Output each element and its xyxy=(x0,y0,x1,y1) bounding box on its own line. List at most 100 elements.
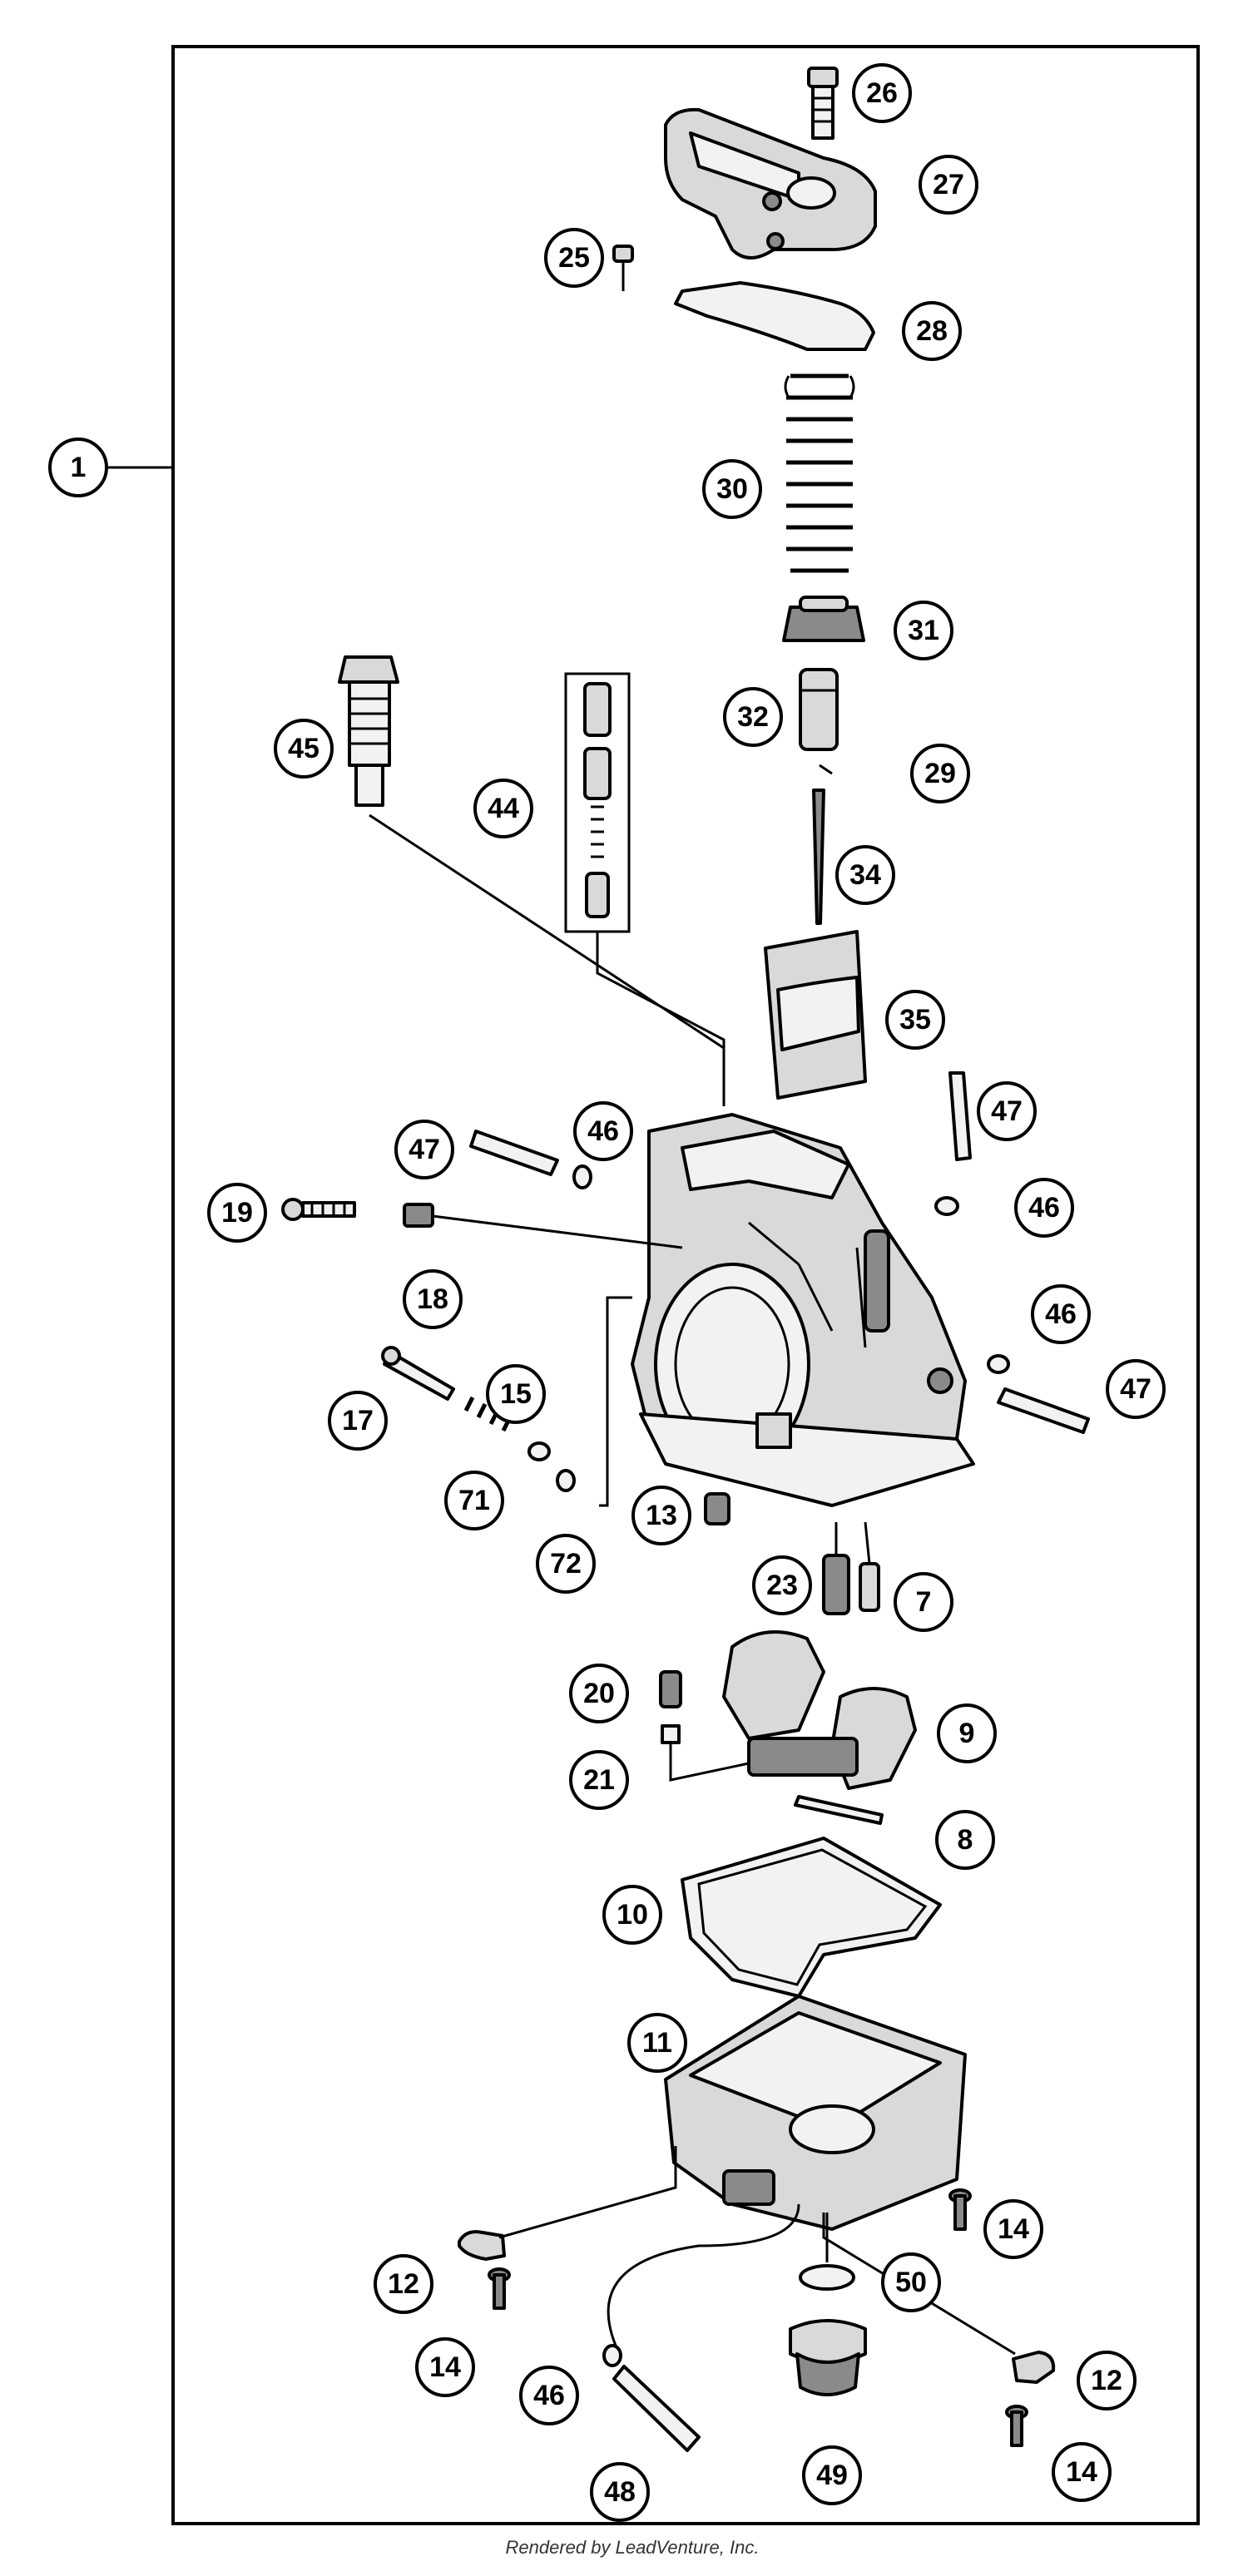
callout-label: 26 xyxy=(866,77,898,109)
callout-17: 17 xyxy=(328,1391,388,1451)
callout-label: 23 xyxy=(766,1570,798,1601)
part-14-screw-left xyxy=(488,2267,511,2310)
callout-35: 35 xyxy=(885,990,945,1050)
callout-label: 48 xyxy=(604,2476,636,2508)
callout-label: 34 xyxy=(849,859,881,891)
callout-label: 50 xyxy=(895,2267,927,2298)
callout-label: 14 xyxy=(429,2351,461,2383)
callout-12: 12 xyxy=(1077,2351,1137,2410)
callout-8: 8 xyxy=(935,1810,995,1870)
leader-7 xyxy=(864,1521,871,1565)
callout-28: 28 xyxy=(902,301,962,361)
part-45-screw xyxy=(338,655,399,807)
diagram-frame xyxy=(171,45,1200,2525)
part-21-clip xyxy=(661,1724,681,1744)
callout-label: 32 xyxy=(737,701,769,733)
callout-label: 30 xyxy=(716,473,748,505)
leader-12-right xyxy=(822,2213,1016,2356)
callout-47: 47 xyxy=(977,1081,1037,1141)
callout-label: 29 xyxy=(924,758,956,789)
part-14-screw-bottom xyxy=(1005,2405,1028,2447)
callout-14: 14 xyxy=(415,2337,475,2397)
part-34-needle xyxy=(812,789,825,925)
part-8-pin xyxy=(794,1795,884,1825)
part-50-oring xyxy=(799,2264,855,2291)
part-main-body xyxy=(631,1113,975,1507)
callout-47: 47 xyxy=(1106,1359,1166,1419)
callout-9: 9 xyxy=(937,1703,997,1763)
callout-label: 46 xyxy=(1028,1192,1060,1224)
callout-label: 9 xyxy=(959,1718,975,1749)
part-46-oring-a xyxy=(572,1164,592,1189)
part-47-pin-left xyxy=(469,1130,559,1176)
part-48-hose xyxy=(612,2365,701,2452)
callout-label: 47 xyxy=(991,1095,1023,1127)
part-12-bracket-left xyxy=(458,2230,506,2261)
callout-45: 45 xyxy=(274,719,334,779)
callout-label: 35 xyxy=(899,1004,931,1036)
part-29-clip xyxy=(819,764,833,775)
callout-26: 26 xyxy=(852,63,912,123)
callout-44: 44 xyxy=(473,779,533,838)
callout-46: 46 xyxy=(1031,1284,1091,1344)
part-26-screw xyxy=(807,67,839,140)
part-10-gasket xyxy=(681,1837,942,1998)
part-9-float xyxy=(722,1630,917,1790)
leader-18 xyxy=(432,1214,683,1249)
part-23-jet xyxy=(822,1554,850,1615)
callout-label: 13 xyxy=(646,1500,677,1531)
drain-hose-line xyxy=(607,2203,800,2346)
callout-49: 49 xyxy=(802,2445,862,2505)
callout-label: 19 xyxy=(221,1197,253,1229)
part-35-slide xyxy=(764,930,867,1100)
footer-credit: Rendered by LeadVenture, Inc. xyxy=(506,2537,760,2558)
part-19-screw xyxy=(281,1198,356,1221)
callout-50: 50 xyxy=(881,2252,941,2312)
callout-label: 47 xyxy=(409,1134,440,1165)
callout-29: 29 xyxy=(910,744,970,803)
callout-label: 44 xyxy=(488,793,519,824)
callout-23: 23 xyxy=(752,1555,812,1615)
callout-11: 11 xyxy=(627,2013,687,2073)
callout-label: 21 xyxy=(583,1764,615,1796)
part-46-oring-c xyxy=(987,1354,1010,1374)
callout-label: 20 xyxy=(583,1678,615,1709)
callout-10: 10 xyxy=(602,1885,662,1945)
callout-31: 31 xyxy=(894,601,953,660)
leader-44 xyxy=(596,932,726,1106)
callout-48: 48 xyxy=(590,2462,650,2522)
callout-20: 20 xyxy=(569,1664,629,1723)
callout-label: 8 xyxy=(958,1824,973,1856)
callout-label: 14 xyxy=(998,2213,1029,2245)
callout-25: 25 xyxy=(544,228,604,288)
callout-19: 19 xyxy=(207,1183,267,1243)
callout-13: 13 xyxy=(631,1486,691,1545)
callout-15: 15 xyxy=(486,1364,546,1424)
callout-label: 12 xyxy=(388,2268,419,2300)
callout-label: 49 xyxy=(816,2460,848,2491)
callout-label: 11 xyxy=(642,2027,672,2059)
callout-71: 71 xyxy=(444,1471,504,1530)
callout-46: 46 xyxy=(573,1101,633,1161)
callout-21: 21 xyxy=(569,1750,629,1810)
callout-label: 12 xyxy=(1091,2365,1122,2396)
part-46-oring-b xyxy=(934,1196,959,1216)
callout-14: 14 xyxy=(1052,2442,1112,2502)
callout-assembly: 1 xyxy=(48,438,108,497)
callout-label: 14 xyxy=(1066,2456,1097,2488)
callout-label: 27 xyxy=(933,169,964,200)
part-17-screw xyxy=(381,1346,455,1401)
callout-assembly-text: 1 xyxy=(71,452,87,483)
part-71-washer xyxy=(527,1441,551,1461)
leader-15 xyxy=(599,1296,632,1507)
callout-47: 47 xyxy=(394,1120,454,1179)
callout-label: 71 xyxy=(458,1485,490,1516)
leader-21 xyxy=(669,1743,750,1782)
callout-label: 72 xyxy=(550,1548,582,1580)
part-18-spring xyxy=(403,1203,434,1228)
callout-46: 46 xyxy=(519,2366,579,2425)
part-13-jet xyxy=(704,1492,730,1525)
callout-label: 31 xyxy=(908,615,939,646)
part-15-spring xyxy=(463,1396,513,1432)
callout-label: 46 xyxy=(587,1115,619,1147)
